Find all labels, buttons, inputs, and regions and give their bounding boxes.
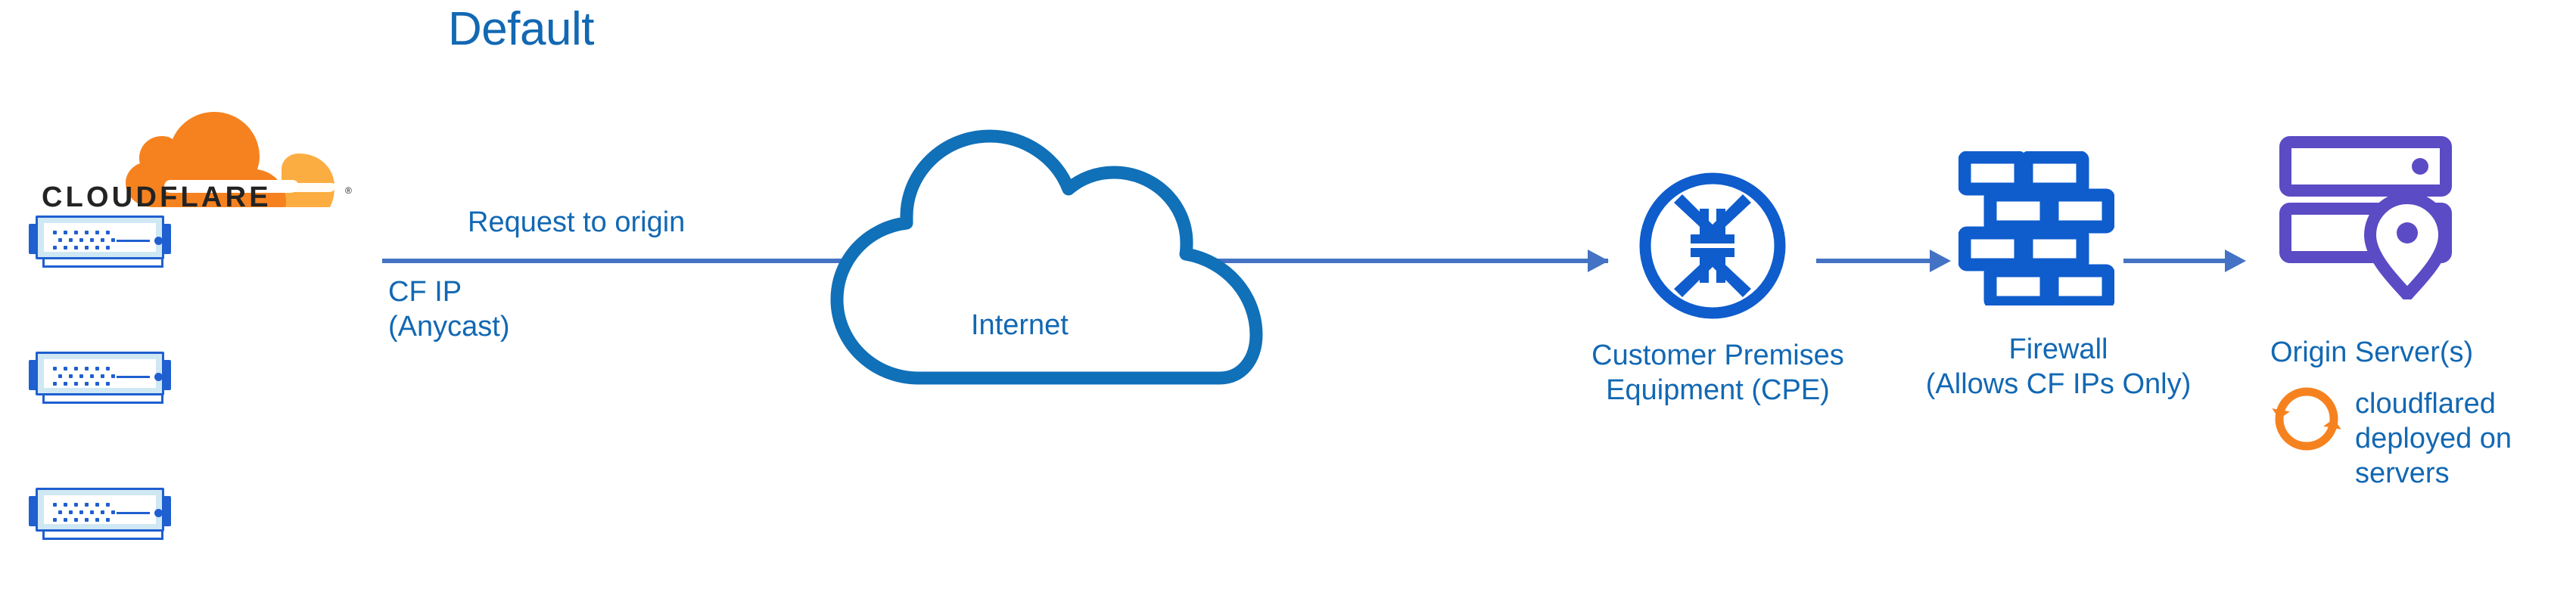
svg-text:®: ®: [345, 185, 352, 196]
server-status-led: [154, 509, 163, 517]
firewall-label-line1: Firewall: [2008, 333, 2108, 365]
cloud-icon: [819, 112, 1285, 389]
server-panel: [44, 223, 163, 252]
router-circle-icon: [1635, 168, 1790, 327]
server-status-line: [117, 512, 150, 514]
server-status-led: [154, 373, 163, 381]
server-vent-dots: [53, 367, 115, 386]
cloudflared-line2: deployed on: [2355, 423, 2512, 454]
server-status-line: [117, 240, 150, 242]
cpe-label-line2: Equipment (CPE): [1606, 374, 1830, 406]
server-shell: [36, 352, 164, 395]
flow-arrow-label: Request to origin: [468, 206, 686, 238]
sync-arrows-icon: [2267, 380, 2346, 462]
firewall-label-line2: (Allows CF IPs Only): [1925, 368, 2192, 400]
brick-wall-icon: [1958, 150, 2115, 309]
server-status-line: [117, 376, 150, 378]
server-vent-dots: [53, 231, 115, 250]
cloudflare-cloud-icon: [126, 112, 336, 207]
cpe-to-firewall-arrow-line: [1816, 259, 1931, 263]
server-status-led: [154, 237, 163, 245]
cloudflare-wordmark: CLOUDFLARE ®: [42, 181, 352, 213]
svg-text:CLOUDFLARE: CLOUDFLARE: [42, 181, 272, 213]
firewall-to-origin-arrow-line: [2123, 259, 2226, 263]
server-base: [42, 393, 163, 404]
server-panel: [44, 495, 163, 524]
cf-ip-caption-line2: (Anycast): [388, 311, 510, 343]
list-item: [29, 485, 171, 540]
cloudflared-line1: cloudflared: [2355, 388, 2496, 420]
firewall-to-origin-arrow-head: [2225, 250, 2246, 272]
cpe-to-firewall-arrow-head: [1930, 250, 1951, 272]
cloudflare-logo: CLOUDFLARE ®: [38, 98, 356, 213]
cloudflared-line3: servers: [2355, 457, 2450, 489]
server-vent-dots: [53, 503, 115, 523]
server-base: [42, 529, 163, 540]
server-shell: [36, 488, 164, 532]
server-panel: [44, 359, 163, 388]
server-base: [42, 257, 163, 268]
server-shell: [36, 216, 164, 259]
list-item: [29, 213, 171, 268]
flow-arrow-head: [1588, 250, 1609, 272]
cf-ip-caption-line1: CF IP: [388, 276, 462, 308]
origin-label-line1: Origin Server(s): [2270, 336, 2474, 368]
internet-label: Internet: [971, 309, 1069, 341]
list-item: [29, 349, 171, 404]
page-title: Default: [448, 3, 594, 55]
server-rack-pin-icon: [2279, 136, 2469, 303]
cpe-label-line1: Customer Premises: [1591, 340, 1844, 371]
